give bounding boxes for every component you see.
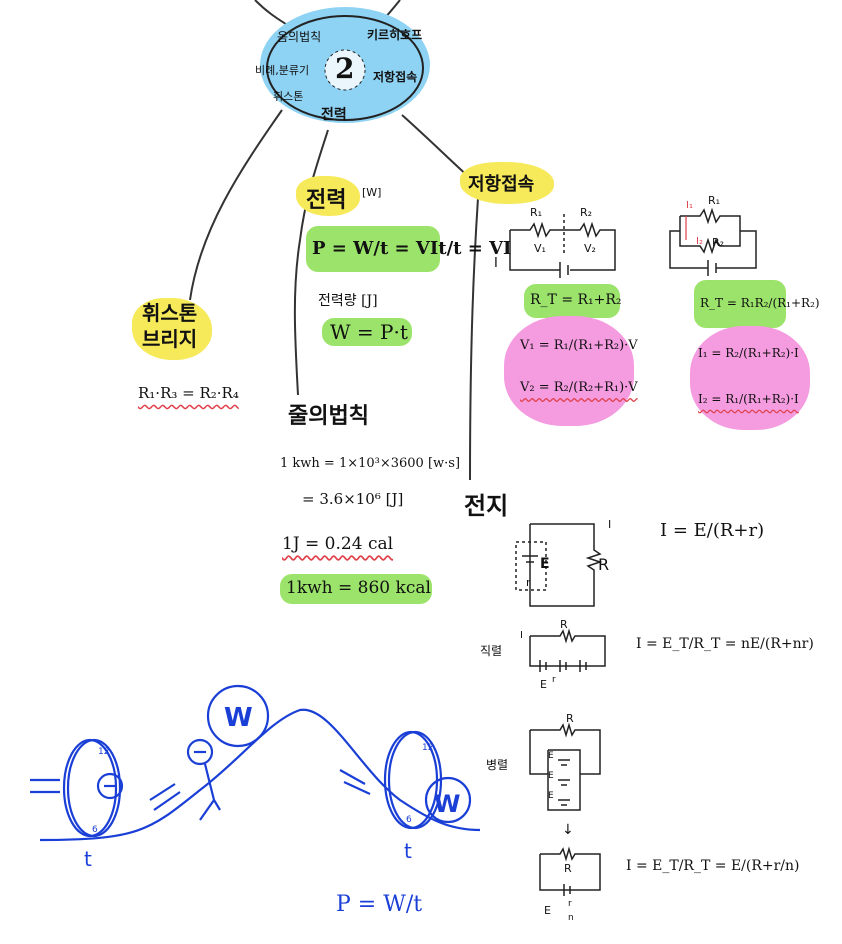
time-label-right: t (404, 839, 412, 863)
parallel-rt-highlight (694, 280, 786, 328)
wheatstone-title-line2: 브리지 (142, 327, 198, 351)
battery-circuit: E r R I (515, 518, 611, 607)
svg-text:R: R (598, 555, 609, 574)
resistor-title-highlight (460, 162, 554, 204)
joule-line4: 1kwh = 860 kcal (286, 578, 431, 598)
series-r1: R₁ (530, 206, 543, 219)
clock-6-right: 6 (406, 815, 412, 825)
energy-formula-highlight (322, 318, 412, 346)
center-number: 2 (335, 52, 355, 85)
svg-text:I: I (520, 630, 523, 641)
wheatstone-formula: R₁·R₃ = R₂·R₄ (138, 384, 239, 402)
clock-12-left: 12 (98, 747, 109, 757)
resistor-title: 저항접속 (468, 174, 535, 195)
series-v1: V₁ (534, 242, 546, 255)
power-title: 전력 (306, 187, 347, 213)
battery-series-circuit: R E r I (520, 618, 606, 691)
battery-parallel-circuit: R E E E (529, 712, 601, 811)
series-v2-formula: V₂ = R₂/(R₂+R₁)·V (520, 380, 638, 395)
svg-text:E: E (548, 771, 554, 781)
series-i: I (494, 256, 498, 271)
joule-line3: 1J = 0.24 cal (282, 534, 394, 554)
series-r2: R₂ (580, 206, 593, 219)
svg-text:R: R (564, 862, 572, 875)
parallel-i2: I₂ (696, 236, 703, 247)
svg-text:I: I (608, 518, 611, 531)
power-title-highlight (296, 176, 360, 216)
joule-line2: = 3.6×10⁶ [J] (302, 490, 404, 508)
topic-resistor-connection: 저항접속 (373, 70, 418, 84)
svg-text:n: n (568, 913, 574, 923)
topic-kirchhoff: 키르히호프 (367, 28, 423, 42)
battery-parallel-label: 병렬 (486, 758, 509, 772)
svg-text:R: R (560, 618, 568, 631)
power-unit: [W] (362, 186, 382, 199)
joule-line1: 1 kwh = 1×10³×3600 [w·s] (280, 456, 461, 471)
series-rt: R_T = R₁+R₂ (530, 292, 622, 308)
topic-power: 전력 (321, 107, 347, 123)
clock-12-right: 12 (422, 743, 433, 753)
clock-6-left: 6 (92, 825, 98, 835)
energy-formula: W = P·t (330, 320, 408, 344)
series-v2: V₂ (584, 242, 596, 255)
svg-text:E: E (544, 904, 551, 917)
series-circuit (509, 214, 616, 278)
svg-text:r: r (552, 675, 556, 685)
wheatstone-title-highlight (132, 298, 212, 360)
svg-text:E: E (540, 556, 550, 572)
arrow-down: ↓ (562, 822, 574, 838)
svg-text:R: R (566, 712, 574, 725)
center-cloud (260, 7, 430, 123)
battery-parallel-equivalent: R E r n (539, 846, 601, 923)
work-label-right: W (434, 790, 460, 818)
joule-line4-highlight (280, 574, 432, 604)
parallel-r1: R₁ (708, 194, 721, 207)
parallel-circuit (669, 207, 757, 276)
time-label-left: t (84, 847, 92, 871)
svg-text:E: E (548, 791, 554, 801)
wheatstone-title: 휘스톤 브리지 (142, 300, 197, 352)
wheatstone-title-line1: 휘스톤 (142, 301, 198, 325)
svg-text:E: E (548, 751, 554, 761)
topic-ohm: 옴의법칙 (277, 30, 322, 44)
parallel-i2-formula: I₂ = R₁/(R₁+R₂)·I (698, 392, 799, 406)
parallel-i1-formula: I₁ = R₂/(R₁+R₂)·I (698, 346, 799, 360)
svg-text:r: r (526, 576, 531, 589)
battery-title: 전지 (464, 491, 509, 520)
battery-basic-formula: I = E/(R+r) (660, 520, 765, 541)
drawing-formula: P = W/t (336, 892, 423, 917)
joule-title: 줄의법칙 (288, 403, 369, 429)
work-label-top: W (224, 703, 253, 733)
parallel-i1: I₁ (686, 200, 693, 211)
power-formula: P = W/t = VIt/t = VI (312, 238, 512, 259)
series-rt-highlight (524, 284, 620, 318)
power-illustration: W W 12 6 12 6 t t (30, 684, 481, 871)
battery-series-formula: I = E_T/R_T = nE/(R+nr) (636, 636, 814, 652)
power-formula-highlight (306, 226, 440, 272)
energy-label: 전력량 [J] (318, 293, 378, 309)
parallel-r2: R₂ (712, 236, 725, 249)
battery-parallel-formula: I = E_T/R_T = E/(R+r/n) (626, 858, 800, 874)
topic-wheatstone: 휘스톤 (273, 90, 304, 103)
center-bubble: 2 옴의법칙 키르히호프 비례,분류기 저항접속 휘스톤 전력 (245, 0, 445, 130)
parallel-rt: R_T = R₁R₂/(R₁+R₂) (700, 296, 820, 310)
series-v1-formula: V₁ = R₁/(R₁+R₂)·V (520, 338, 638, 353)
svg-text:E: E (540, 678, 547, 691)
topic-ratio: 비례,분류기 (255, 64, 310, 77)
series-v-highlight (504, 316, 634, 426)
parallel-i-highlight (690, 326, 810, 430)
svg-text:r: r (568, 899, 572, 909)
battery-series-label: 직렬 (480, 644, 503, 658)
